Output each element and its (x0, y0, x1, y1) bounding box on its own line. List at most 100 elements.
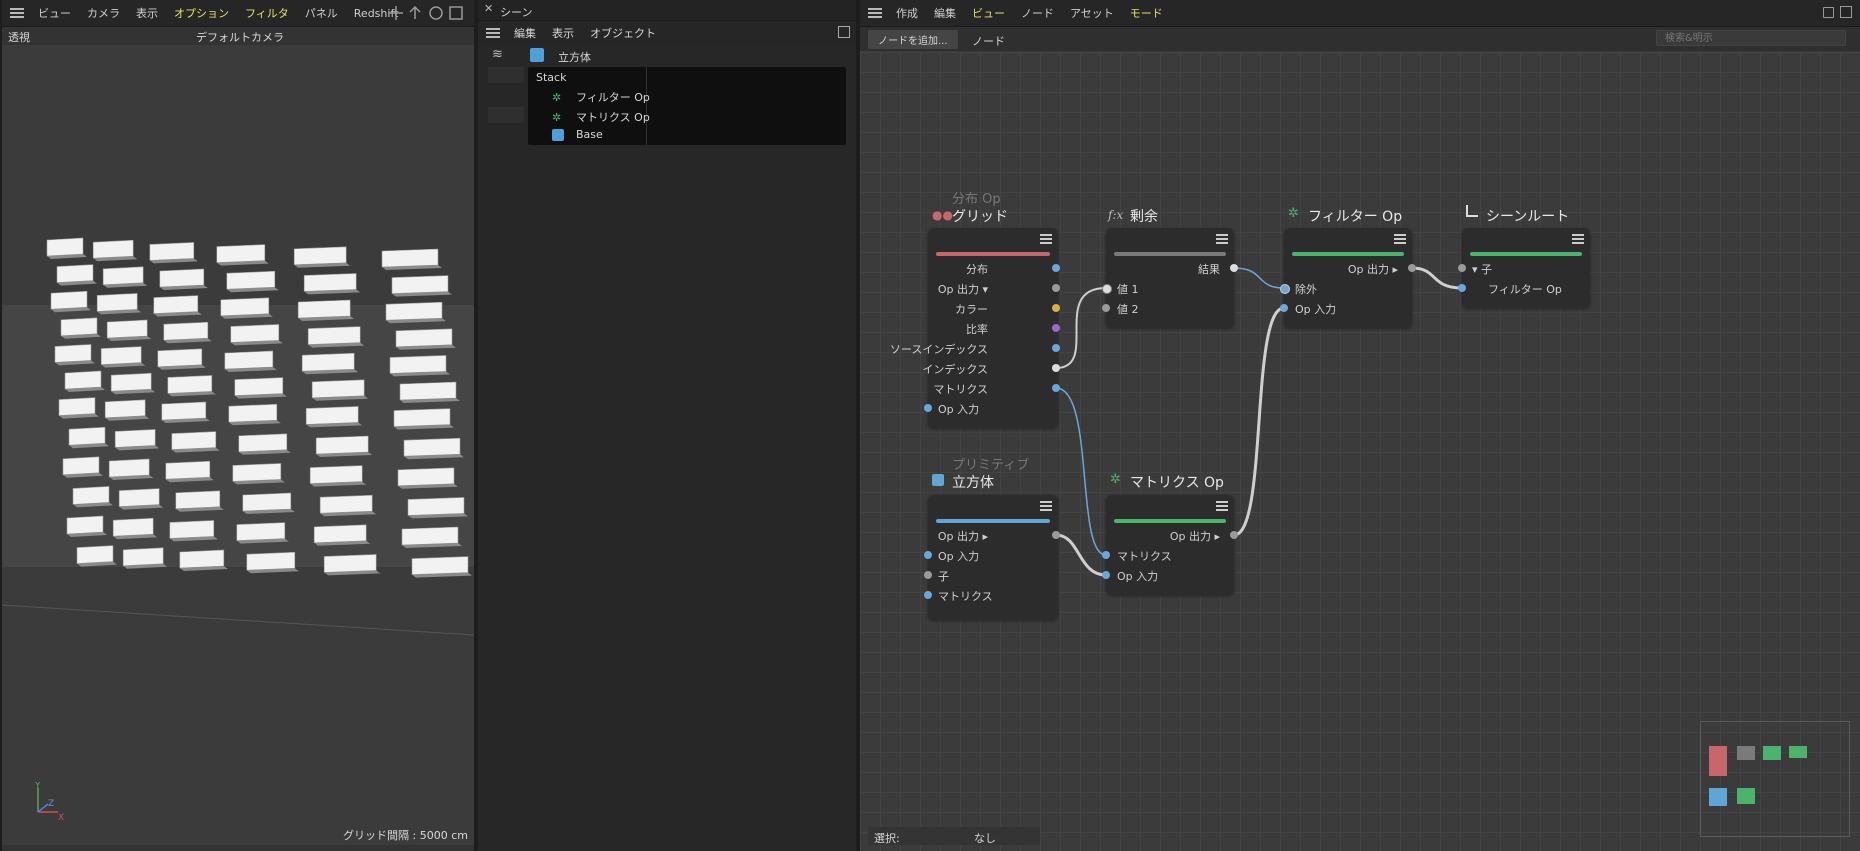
port-socket[interactable] (1280, 284, 1290, 294)
stack-item[interactable]: ✲ フィルター Op (552, 89, 650, 105)
port-socket[interactable] (1102, 304, 1110, 312)
filter-node-title[interactable]: フィルター Op (1308, 209, 1403, 225)
brick-shadow (246, 568, 299, 574)
menu-edit[interactable]: 編集 (934, 7, 956, 20)
port-socket[interactable] (1052, 364, 1060, 372)
menu-icon[interactable] (10, 8, 24, 18)
cube-node-title[interactable]: 立方体 (952, 475, 994, 491)
menu-edit[interactable]: 編集 (514, 27, 536, 40)
close-icon[interactable]: ✕ (484, 2, 494, 15)
stack-item[interactable]: Base (552, 128, 603, 141)
port-socket[interactable] (1230, 531, 1238, 539)
brick-instance (293, 246, 347, 266)
root-object-name[interactable]: 立方体 (558, 51, 591, 64)
port-socket[interactable] (924, 404, 932, 412)
node-graph-canvas[interactable]: 分布 Op ●● グリッド 分布 Op 出力 ▾ カラー 比率 ソースインデック… (860, 52, 1860, 851)
brick-shadow (59, 413, 99, 419)
scene-panel[interactable]: ✕ シーン 編集 表示 オブジェクト ≋ 立方体 Stack ✲ フィルター O… (478, 0, 856, 851)
menu-display[interactable]: 表示 (136, 7, 158, 20)
brick-shadow (224, 367, 277, 372)
axis-z-label: Z (48, 799, 54, 809)
viewport-nav-icons[interactable] (388, 5, 468, 21)
view-name[interactable]: 透視 (8, 31, 30, 44)
port-socket[interactable] (1280, 304, 1288, 312)
stack-popup[interactable]: Stack ✲ フィルター Op ✲ マトリクス Op Base (528, 67, 846, 145)
menu-icon[interactable] (868, 8, 882, 18)
axis-x-label: X (58, 813, 64, 822)
node-menu-icon[interactable] (1040, 234, 1052, 244)
menu-filter[interactable]: フィルタ (245, 7, 289, 20)
cube-node[interactable] (928, 495, 1058, 620)
brick-shadow (402, 543, 462, 548)
camera-name[interactable]: デフォルトカメラ (196, 31, 284, 44)
menu-view[interactable]: ビュー (38, 7, 71, 20)
lock-icon[interactable] (1823, 7, 1834, 18)
node-editor-panel[interactable]: 作成 編集 ビュー ノード アセット モード ノードを追加... ノード 検索&… (860, 0, 1860, 851)
scene-tab-title[interactable]: シーン (500, 6, 533, 19)
port-socket[interactable] (924, 571, 932, 579)
viewport-panel[interactable]: ビュー カメラ 表示 オプション フィルタ パネル Redshift 透視 デフ… (2, 0, 474, 851)
menu-icon[interactable] (486, 28, 500, 38)
port-socket[interactable] (1102, 551, 1110, 559)
menu-asset[interactable]: アセット (1070, 7, 1114, 20)
menu-camera[interactable]: カメラ (87, 7, 120, 20)
stack-item[interactable]: ✲ マトリクス Op (552, 109, 650, 125)
menu-panel[interactable]: パネル (304, 7, 338, 20)
port-socket[interactable] (1052, 384, 1060, 392)
menu-node[interactable]: ノード (1021, 7, 1054, 20)
menu-display[interactable]: 表示 (552, 27, 574, 40)
new-panel-icon[interactable] (1840, 6, 1852, 18)
port-socket[interactable] (1102, 284, 1112, 294)
port-socket[interactable] (1052, 531, 1060, 539)
new-panel-icon[interactable] (838, 26, 850, 38)
brick-shadow (47, 254, 87, 259)
add-node-button[interactable]: ノードを追加... (868, 30, 958, 49)
cube-node-category: プリミティブ (952, 458, 1030, 473)
search-input[interactable]: 検索&明示 (1656, 30, 1846, 46)
port-socket[interactable] (1052, 304, 1060, 312)
port-socket[interactable] (1052, 324, 1060, 332)
port-socket[interactable] (1408, 264, 1416, 272)
node-tab[interactable]: ノード (972, 35, 1005, 48)
port-socket[interactable] (1052, 264, 1060, 272)
menu-mode[interactable]: モード (1129, 7, 1163, 20)
port-label: マトリクス (938, 590, 993, 603)
brick-shadow (163, 338, 212, 344)
node-menu-icon[interactable] (1394, 234, 1406, 244)
divider (646, 67, 647, 145)
node-menu-icon[interactable] (1572, 234, 1584, 244)
menu-options[interactable]: オプション (174, 7, 229, 20)
menu-redshift[interactable]: Redshift (353, 6, 399, 20)
port-socket[interactable] (1230, 264, 1238, 272)
viewport-canvas[interactable] (2, 45, 474, 845)
root-node-title[interactable]: シーンルート (1486, 209, 1570, 225)
layers-icon[interactable]: ≋ (492, 47, 503, 62)
port-socket[interactable] (1458, 284, 1466, 292)
brick-shadow (242, 509, 295, 514)
matrix-node-title[interactable]: マトリクス Op (1130, 475, 1224, 491)
node-menu-icon[interactable] (1040, 501, 1052, 511)
port-socket[interactable] (1458, 264, 1466, 272)
menu-object[interactable]: オブジェクト (590, 27, 656, 40)
menu-view[interactable]: ビュー (972, 7, 1005, 20)
port-socket[interactable] (1052, 344, 1060, 352)
brick-instance (72, 486, 110, 505)
node-minimap[interactable] (1700, 721, 1850, 837)
port-socket[interactable] (924, 591, 932, 599)
scene-root-node[interactable] (1462, 228, 1590, 308)
port-socket[interactable] (1052, 284, 1060, 292)
filter-op-node[interactable] (1284, 228, 1412, 328)
grid-node[interactable] (928, 228, 1058, 428)
node-menu-icon[interactable] (1216, 501, 1228, 511)
grid-node-title[interactable]: グリッド (952, 209, 1008, 225)
modulo-node-title[interactable]: 剰余 (1130, 209, 1158, 225)
cube-icon (932, 474, 944, 486)
port-socket[interactable] (1102, 571, 1110, 579)
node-menu-icon[interactable] (1216, 234, 1228, 244)
port-label: ソースインデックス (889, 343, 988, 356)
row-placeholder (488, 107, 524, 123)
matrix-op-node[interactable] (1106, 495, 1234, 595)
port-socket[interactable] (924, 551, 932, 559)
menu-create[interactable]: 作成 (896, 7, 918, 20)
modulo-node[interactable] (1106, 228, 1234, 328)
